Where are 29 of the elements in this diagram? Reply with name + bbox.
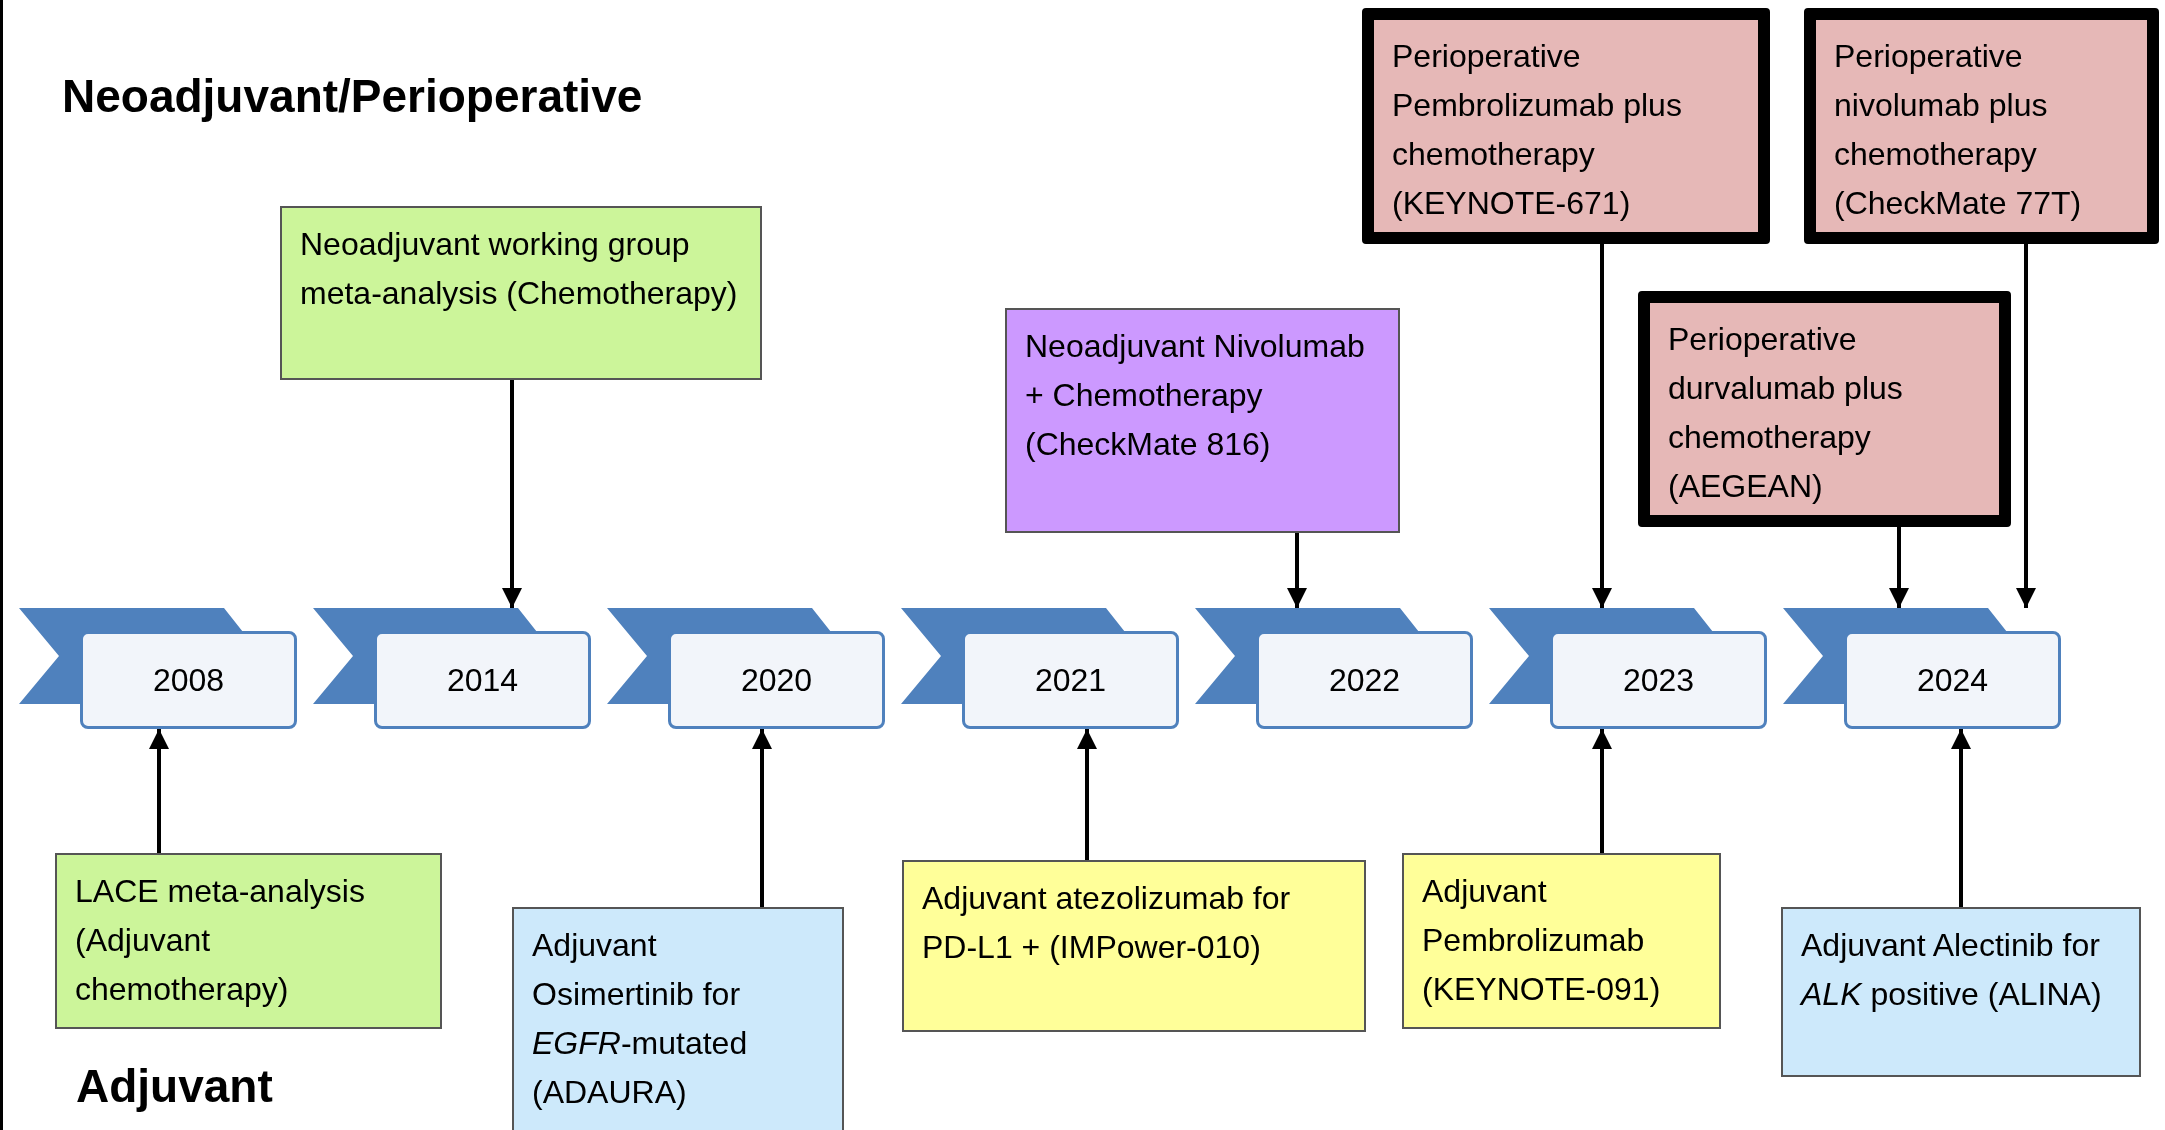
year-box: 2020 xyxy=(668,631,885,729)
year-box: 2014 xyxy=(374,631,591,729)
year-box: 2022 xyxy=(1256,631,1473,729)
trial-box: LACE meta-analysis (Adjuvant chemotherapy) xyxy=(55,853,442,1029)
trial-box: Adjuvant atezolizumab for PD-L1 + (IMPower-010) xyxy=(902,860,1366,1032)
arrow xyxy=(1889,527,1909,608)
year-box: 2021 xyxy=(962,631,1179,729)
arrow xyxy=(149,729,169,853)
arrow xyxy=(1287,533,1307,608)
trial-box: Neoadjuvant Nivolumab + Chemotherapy (CheckMate 816) xyxy=(1005,308,1400,533)
year-box: 2008 xyxy=(80,631,297,729)
trial-box: Perioperative nivolumab plus chemotherapy (CheckMate 77T) xyxy=(1804,8,2159,244)
section-heading: Neoadjuvant/Perioperative xyxy=(62,69,643,124)
arrow xyxy=(752,729,772,907)
arrow xyxy=(1951,729,1971,907)
trial-box: Perioperative Pembrolizumab plus chemotherapy (KEYNOTE-671) xyxy=(1362,8,1770,244)
year-box: 2024 xyxy=(1844,631,2061,729)
trial-box: Neoadjuvant working group meta-analysis (Chemotherapy) xyxy=(280,206,762,380)
arrow xyxy=(502,380,522,608)
trial-box: Adjuvant Pembrolizumab (KEYNOTE-091) xyxy=(1402,853,1721,1029)
section-heading: Adjuvant xyxy=(76,1059,273,1114)
trial-box: Adjuvant Alectinib for ALK positive (ALINA) xyxy=(1781,907,2141,1077)
arrow xyxy=(1077,729,1097,860)
trial-box: Adjuvant Osimertinib for EGFR-mutated (ADAURA) xyxy=(512,907,844,1130)
arrow xyxy=(1592,244,1612,608)
year-box: 2023 xyxy=(1550,631,1767,729)
trial-box: Perioperative durvalumab plus chemotherapy (AEGEAN) xyxy=(1638,291,2011,527)
arrow xyxy=(1592,729,1612,853)
arrow xyxy=(2016,244,2036,608)
